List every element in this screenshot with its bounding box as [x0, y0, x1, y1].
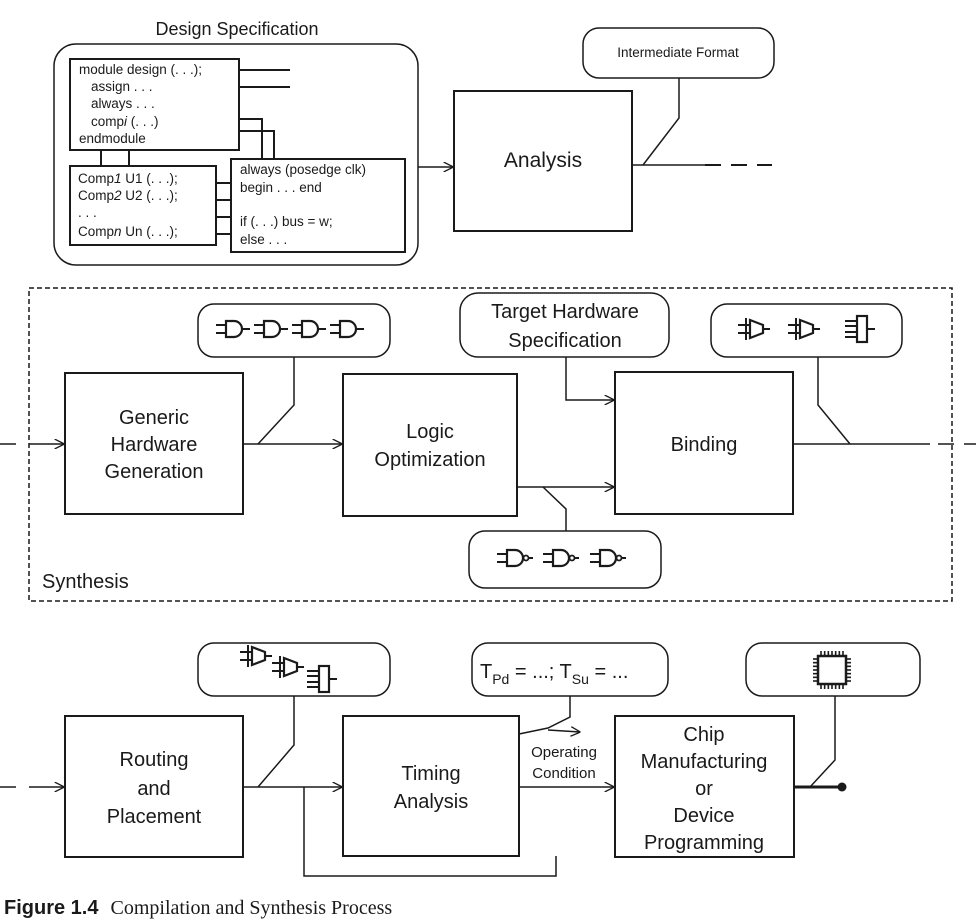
module-line-1: module design (. . .);	[79, 62, 202, 77]
analysis-box	[453, 90, 633, 232]
register-icon	[305, 664, 339, 694]
always-line-3: if (. . .) bus = w;	[240, 214, 333, 229]
analysis-label: Analysis	[504, 149, 582, 172]
module-line-3: always . . .	[91, 96, 155, 111]
comp-line-3: . . .	[78, 205, 97, 220]
logic-line-1: Logic	[406, 421, 454, 443]
chip-line-4: Device	[673, 805, 734, 827]
module-line-4: compi (. . .)	[91, 114, 159, 129]
intermediate-format-label: Intermediate Format	[617, 45, 739, 60]
module-line-2: assign . . .	[91, 79, 153, 94]
binding-label: Binding	[671, 434, 738, 456]
logic-optimization-box	[342, 373, 518, 517]
design-spec-title: Design Specification	[155, 19, 318, 39]
and-gate-icon	[290, 319, 328, 339]
module-code-box	[69, 58, 240, 151]
timing-line-2: Analysis	[394, 791, 468, 813]
always-line-4: else . . .	[240, 232, 287, 247]
nand-gate-icon	[495, 548, 535, 568]
chip-bubble	[745, 642, 921, 697]
buffer-gate-icon	[786, 316, 822, 342]
optimized-gates-bubble	[468, 530, 662, 589]
routing-line-2: and	[137, 778, 170, 800]
routing-line-3: Placement	[107, 806, 202, 828]
and-gate-icon	[252, 319, 290, 339]
nand-gate-icon	[541, 548, 581, 568]
binding-box	[614, 371, 794, 515]
buffer-gate-icon	[270, 654, 306, 680]
target-line-1: Target Hardware	[491, 301, 639, 323]
bound-components-bubble	[710, 303, 903, 358]
operating-line-2: Condition	[532, 765, 595, 782]
compilation-synthesis-diagram: Design Specification module design (. . …	[0, 19, 976, 877]
always-line-1: always (posedge clk)	[240, 162, 366, 177]
figure-caption: Figure 1.4 Compilation and Synthesis Proc…	[4, 897, 392, 920]
target-line-2: Specification	[508, 330, 621, 352]
generic-line-3: Generation	[105, 461, 204, 483]
and-gate-icon	[328, 319, 366, 339]
logic-line-2: Optimization	[374, 449, 485, 471]
always-line-2: begin . . . end	[240, 180, 322, 195]
buffer-gate-icon	[736, 316, 772, 342]
module-line-5: endmodule	[79, 131, 146, 146]
component-code-box	[69, 165, 217, 246]
timing-analysis-box	[342, 715, 520, 857]
target-hardware-bubble	[459, 292, 670, 358]
design-spec-frame	[53, 43, 419, 266]
nand-gate-icon	[588, 548, 628, 568]
figure-title: Compilation and Synthesis Process	[110, 897, 393, 919]
buffer-gate-icon	[238, 643, 274, 669]
timing-line-1: Timing	[401, 763, 460, 785]
register-icon	[843, 314, 877, 344]
synthesis-label: Synthesis	[42, 571, 129, 593]
figure-number: Figure 1.4	[4, 897, 99, 919]
chip-line-5: Programming	[644, 832, 764, 854]
timing-constraints-label: TPd = ...; TSu = ...	[480, 661, 628, 687]
generic-line-2: Hardware	[111, 434, 198, 456]
chip-icon	[813, 651, 851, 689]
chip-line-3: or	[695, 778, 713, 800]
generic-line-1: Generic	[119, 407, 189, 429]
comp-line-1: Comp1 U1 (. . .);	[78, 171, 178, 186]
chip-line-1: Chip	[683, 724, 724, 746]
comp-line-4: Compn Un (. . .);	[78, 224, 178, 239]
and-gate-icon	[214, 319, 252, 339]
comp-line-2: Comp2 U2 (. . .);	[78, 188, 178, 203]
operating-line-1: Operating	[531, 744, 597, 761]
routing-line-1: Routing	[120, 749, 189, 771]
always-code-box	[230, 158, 406, 253]
chip-line-2: Manufacturing	[641, 751, 768, 773]
placed-components-bubble	[197, 642, 391, 697]
